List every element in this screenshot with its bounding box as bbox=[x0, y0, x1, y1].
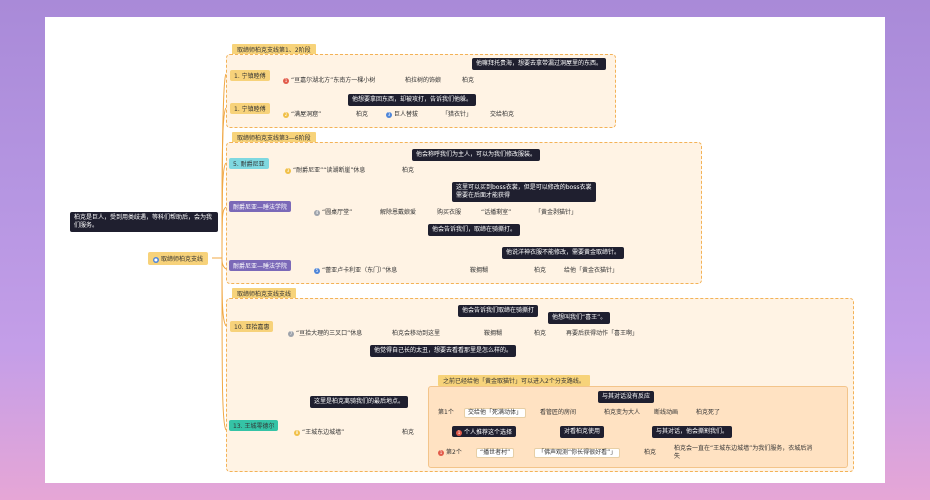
step-5-icon: 5 bbox=[314, 267, 320, 274]
b7-item2: 柏克 bbox=[402, 429, 415, 436]
star-icon: 1 bbox=[456, 429, 462, 436]
b4-item4: “话播剩室” bbox=[481, 209, 512, 216]
person-icon: ● bbox=[153, 256, 159, 263]
b2-item5: 交给柏克 bbox=[490, 111, 515, 118]
step-8-icon: 8 bbox=[294, 429, 300, 436]
b2-note: 他想要拿回东西，却被攻打，告诉我们他躲。 bbox=[348, 94, 477, 106]
b6-note1: 他会告诉我们取缔在骑撕打 bbox=[458, 305, 539, 317]
b1-item2: 柏拉树的饰娘 bbox=[405, 77, 442, 84]
b2-item4: 「猎衣针」 bbox=[442, 111, 473, 118]
b2-item2: 柏克 bbox=[356, 111, 369, 118]
choice1-note: 与其对话没有反应 bbox=[598, 391, 655, 403]
b4-item2: 解除恩戴娘爱 bbox=[380, 209, 417, 216]
b6-note2: 他想叫我们“喜王”。 bbox=[548, 312, 611, 324]
b1-item1: 1“亘嘉尔湖北方”东南方一棵小树 bbox=[283, 77, 376, 84]
use-note: 对看柏克使用 bbox=[560, 426, 605, 438]
step-2-icon: 2 bbox=[283, 111, 289, 118]
root-node[interactable]: ●取缔师柏克支线 bbox=[148, 252, 209, 265]
root-label: 取缔师柏克支线 bbox=[161, 256, 204, 263]
step-4-icon: 4 bbox=[314, 209, 320, 216]
choice2-b: 「佛声观测“你长得很好看”」 bbox=[534, 448, 621, 458]
b4-item5: 「黄金剥猫针」 bbox=[535, 209, 578, 216]
b2-tag[interactable]: 1. 宁镇睦傅 bbox=[230, 103, 270, 114]
section-header-3: 取缔师柏克支线支线 bbox=[232, 288, 297, 299]
b1-note: 他嘛拜托贵海，想要去拿带漏过洞屋里的东西。 bbox=[472, 58, 607, 70]
b5-item3: 柏克 bbox=[534, 267, 547, 274]
b6-item4: 柏克 bbox=[534, 330, 547, 337]
b4-item1: 4“圆桌厅堂” bbox=[314, 209, 353, 216]
b3-item1: 3“耐爵尼亚”“读湖断崖”休息 bbox=[285, 167, 366, 174]
choice2-c: 柏克 bbox=[644, 449, 657, 456]
step-7-icon: 7 bbox=[288, 330, 294, 337]
step-3-icon: 3 bbox=[386, 111, 392, 118]
section-header-2: 取缔师柏克支线第3—6阶段 bbox=[232, 132, 316, 143]
b5-note1: 他会告诉我们，取缔在骑撕打。 bbox=[428, 224, 521, 236]
b6-item2: 柏克会移动到这里 bbox=[392, 330, 441, 337]
step-1-icon: 1 bbox=[283, 77, 289, 84]
b5-note2: 他说洋神衣服不能修改，需要黄金取缔针。 bbox=[502, 247, 625, 259]
b7-item1: 8“王城东边城墙” bbox=[294, 429, 345, 436]
choice1-a: 交给他「死满动体」 bbox=[464, 408, 527, 418]
b4-item3: 购买衣服 bbox=[437, 209, 462, 216]
b5-tag[interactable]: 耐爵尼亚—睡法学院 bbox=[229, 260, 292, 271]
b6-item3: 鞍拥糊 bbox=[484, 330, 503, 337]
choice1-b: 看管匠的房间 bbox=[540, 409, 577, 416]
choice1-e: 柏克死了 bbox=[696, 409, 721, 416]
step-1c-icon: 1 bbox=[438, 449, 444, 456]
root-note: 柏克是巨人，受到用类歧遇，等科们帮助后，会为我们服务。 bbox=[70, 212, 218, 232]
b3-tag[interactable]: 5. 耐爵尼亚 bbox=[229, 158, 269, 169]
b5-item4: 给他「黄金衣猫针」 bbox=[564, 267, 619, 274]
b3-note: 他会称呼我们为主人，可以为我们修改服装。 bbox=[412, 149, 541, 161]
choice1-d: 断线动画 bbox=[654, 409, 679, 416]
section-frame-2 bbox=[226, 142, 702, 284]
b2-item1: 2“满屋洞窟” bbox=[283, 111, 322, 118]
choice2-d: 柏克会一直在“王城东边城墙”为我们服务，衣城后消失 bbox=[674, 445, 813, 460]
b3-item2: 柏克 bbox=[402, 167, 415, 174]
b6-item5: 再要后获得动作「喜王啊」 bbox=[566, 330, 639, 337]
b7-note1: 他觉得自己长的太丑，想要去看看那里是怎么样的。 bbox=[370, 345, 517, 357]
choice2-note: 与其对话，他会撕割我们。 bbox=[652, 426, 733, 438]
b5-item1: 5“蕾亚卢卡利亚（东门）”休息 bbox=[314, 267, 398, 274]
b4-note: 这里可以买到boss衣裳，但是可以修改的boss衣裳需要在后面才能获得 bbox=[452, 182, 596, 202]
b6-item1: 7“亘拾大理的三叉口”休息 bbox=[288, 330, 363, 337]
b1-tag[interactable]: 1. 宁镇睦傅 bbox=[230, 70, 270, 81]
choice1-label[interactable]: 第1个 bbox=[438, 409, 454, 416]
b7-tag[interactable]: 13. 王城零德尔 bbox=[229, 420, 279, 431]
choice1-c: 柏克变为大人 bbox=[604, 409, 641, 416]
branch-info: 之前已经给他「黄金取猫针」可以进入2个分支路线。 bbox=[438, 375, 590, 386]
section-header-1: 取缔师柏克支线第1、2阶段 bbox=[232, 44, 316, 55]
b7-note2: 这里是柏克离骑我们的最后地点。 bbox=[310, 396, 409, 408]
b6-tag[interactable]: 10. 亚拾嘉惠 bbox=[230, 321, 274, 332]
b1-item3: 柏克 bbox=[462, 77, 475, 84]
b5-item2: 鞍拥糊 bbox=[470, 267, 489, 274]
step-3b-icon: 3 bbox=[285, 167, 291, 174]
choice2-a: “播世者村” bbox=[476, 448, 515, 458]
b4-tag[interactable]: 耐爵尼亚—睡法学院 bbox=[229, 201, 292, 212]
